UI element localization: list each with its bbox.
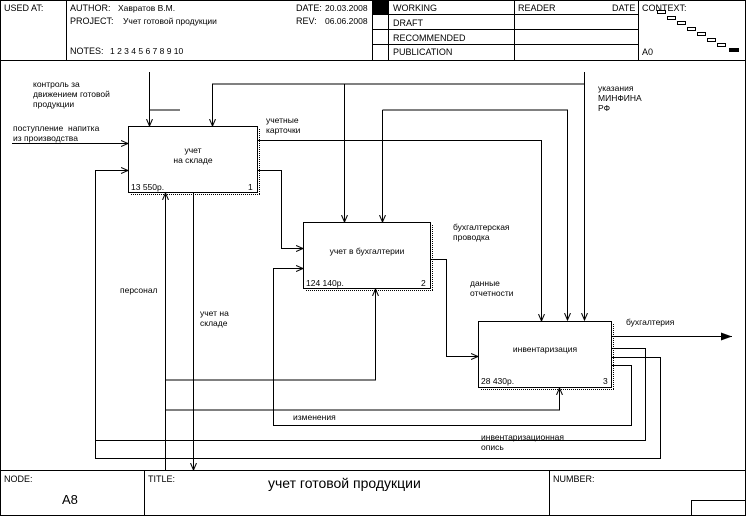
- box-2-cost: 124 140р.: [306, 278, 344, 288]
- label-accounting-data: данные отчетности: [470, 278, 514, 298]
- notes-value: 1 2 3 4 5 6 7 8 9 10: [110, 46, 184, 56]
- box-2-num: 2: [421, 278, 426, 288]
- date2-label: DATE: [612, 3, 636, 13]
- author-label: AUTHOR:: [70, 3, 111, 13]
- title-label: TITLE:: [148, 474, 176, 484]
- project-value: Учет готовой продукции: [123, 16, 217, 26]
- rev-label: REV:: [296, 16, 317, 26]
- label-changes: изменения: [293, 412, 336, 422]
- box-2-name: учет в бухгалтерии: [329, 246, 405, 256]
- date-label: DATE:: [296, 3, 322, 13]
- status-publication: PUBLICATION: [393, 47, 453, 57]
- box-1-name: учет на складе: [173, 145, 213, 165]
- box-3-cost: 28 430р.: [481, 376, 515, 386]
- reader-label: READER: [518, 3, 556, 13]
- status-recommended: RECOMMENDED: [393, 33, 466, 43]
- project-label: PROJECT:: [70, 16, 114, 26]
- used-at-label: USED AT:: [4, 3, 44, 13]
- label-stock-accounting: учет на складе: [200, 308, 229, 328]
- label-personnel: персонал: [120, 285, 158, 295]
- context-map: [657, 10, 726, 47]
- box-1: [128, 126, 258, 193]
- status-working: WORKING: [393, 3, 437, 13]
- notes-label: NOTES:: [70, 46, 104, 56]
- node-label: NODE:: [4, 474, 33, 484]
- label-control-stock: контроль за движением готовой продукции: [33, 79, 110, 109]
- box-1-cost: 13 550р.: [131, 182, 165, 192]
- number-label: NUMBER:: [553, 474, 595, 484]
- rev-value: 06.06.2008: [325, 16, 368, 26]
- box-3-name: инвентаризация: [512, 344, 578, 354]
- working-indicator: [373, 1, 388, 14]
- label-posting: бухгалтерская проводка: [453, 222, 510, 242]
- context-node: A0: [642, 47, 654, 57]
- box-3-num: 3: [603, 376, 608, 386]
- box-1-num: 1: [248, 182, 253, 192]
- label-minfin: указания МИНФИНА РФ: [598, 83, 642, 113]
- diagram-title: учет готовой продукции: [268, 475, 421, 491]
- date-value: 20.03.2008: [325, 3, 368, 13]
- status-draft: DRAFT: [393, 18, 423, 28]
- box-2: [303, 222, 431, 289]
- context-label: CONTEXT:: [642, 3, 687, 13]
- label-input-drink: поступление напитка из производства: [13, 123, 100, 143]
- label-cards: учетные карточки: [266, 115, 301, 135]
- label-inventory-list: инвентаризационная опись: [481, 432, 564, 452]
- author-value: Хавратов В.М.: [118, 3, 176, 13]
- label-accounting-out: бухгалтерия: [626, 317, 675, 327]
- node-value: A8: [62, 492, 78, 507]
